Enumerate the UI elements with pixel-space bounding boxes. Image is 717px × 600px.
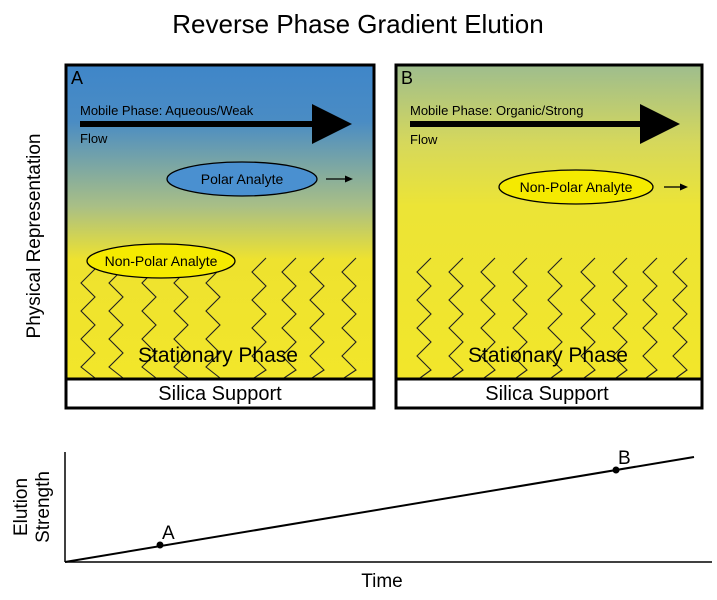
panel-a-flow-arrow <box>80 104 352 144</box>
panel-b: B Mobile Phase: Organic/Strong Flow Non-… <box>394 63 704 410</box>
elution-strength-graph: A B Elution Strength Time <box>11 448 712 592</box>
panel-a-stationary-phase-label: Stationary Phase <box>138 344 298 367</box>
panel-a-nonpolar-analyte <box>86 243 236 279</box>
panel-a-silica-support <box>64 377 376 410</box>
graph-y-label-strength: Strength <box>33 471 54 543</box>
panel-a-polar-analyte-motion-arrow <box>326 175 353 183</box>
panel-a-flow-label: Flow <box>80 131 108 146</box>
panel-b-silica-support-label: Silica Support <box>485 383 609 405</box>
graph-point-a-label: A <box>162 523 175 544</box>
panel-a: A Mobile Phase: Aqueous/Weak Flow Polar … <box>64 63 376 410</box>
panel-a-stationary-chains <box>80 257 357 379</box>
panel-a-letter: A <box>71 68 83 88</box>
panel-b-letter: B <box>401 68 413 88</box>
elution-strength-line <box>64 456 695 563</box>
panel-b-stationary-chains <box>416 257 688 379</box>
graph-point-b-label: B <box>618 448 631 469</box>
graph-y-label-elution: Elution <box>11 478 32 536</box>
graph-x-label: Time <box>361 571 403 592</box>
panel-a-mobile-phase-label: Mobile Phase: Aqueous/Weak <box>80 103 254 118</box>
panel-b-nonpolar-analyte <box>498 169 654 205</box>
panel-b-stationary-phase-label: Stationary Phase <box>468 344 628 367</box>
panel-b-nonpolar-analyte-motion-arrow <box>664 183 688 191</box>
graph-point-b <box>612 466 620 474</box>
panel-a-polar-analyte <box>166 161 318 197</box>
panel-b-silica-support <box>394 377 704 410</box>
panel-a-polar-analyte-label: Polar Analyte <box>201 171 284 187</box>
diagram-title: Reverse Phase Gradient Elution <box>172 9 543 39</box>
panel-a-silica-support-label: Silica Support <box>158 383 282 405</box>
graph-point-a <box>156 541 164 549</box>
panel-b-flow-arrow <box>410 104 680 144</box>
physical-representation-label: Physical Representation <box>24 134 45 339</box>
panel-b-flow-label: Flow <box>410 132 438 147</box>
panel-b-nonpolar-analyte-label: Non-Polar Analyte <box>520 179 633 195</box>
panel-b-mobile-phase-label: Mobile Phase: Organic/Strong <box>410 103 583 118</box>
panel-a-nonpolar-analyte-label: Non-Polar Analyte <box>105 253 218 269</box>
